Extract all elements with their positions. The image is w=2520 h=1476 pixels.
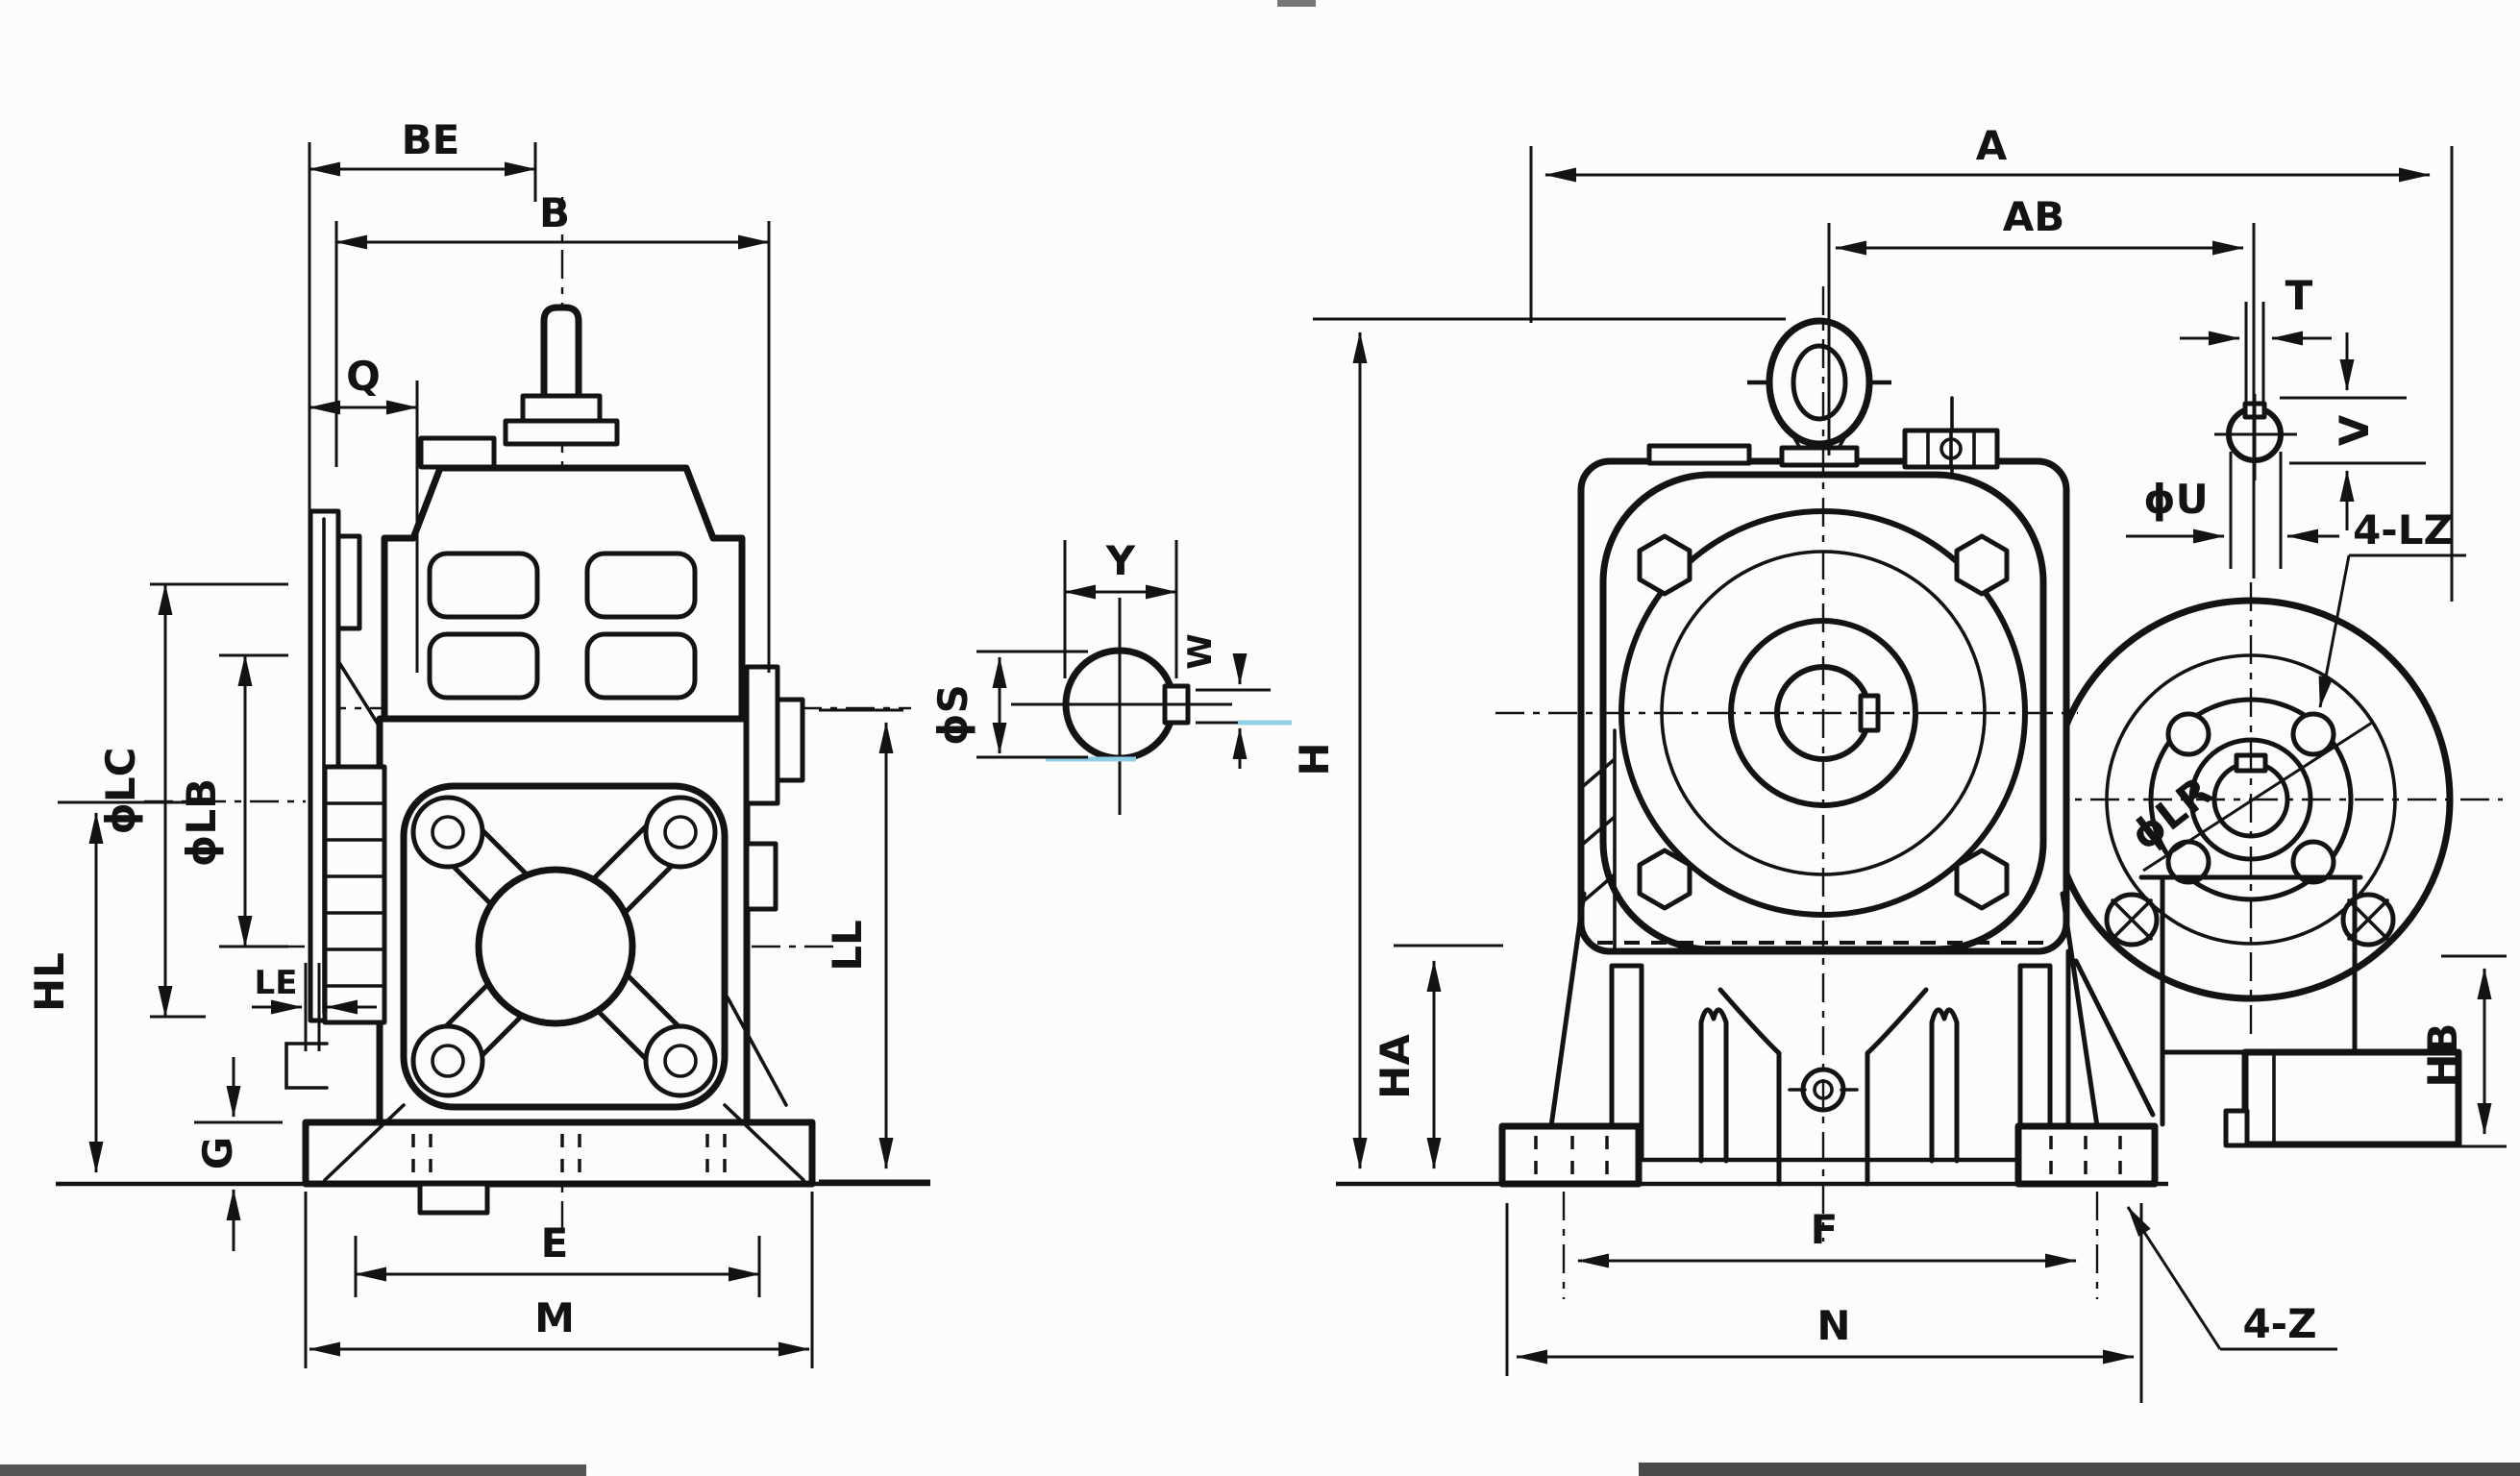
dim-T: T [2180,272,2332,409]
base-plate [302,1119,816,1188]
dim-label-LC: ϕLC [97,747,144,834]
rib-slot [427,551,540,620]
dim-N: N [1505,1203,2143,1403]
dim-label-T: T [2285,272,2313,319]
lifting-eyebolt [1747,317,1891,468]
dim-A: A [1529,122,2454,602]
foot-right [2014,1122,2159,1188]
dim-HA: HA [1371,944,1503,1169]
flange-hole [2290,711,2336,757]
side-flange-block [335,533,362,631]
dim-LC: ϕLC [97,582,288,1019]
dim-label-HL: HL [26,952,73,1012]
shaft-section-detail: Y ϕS W [929,537,1292,815]
front-view: ϕLR [1291,122,2507,1403]
shaft-base [503,418,620,447]
dim-label-4Z: 4-Z [2242,1300,2316,1347]
vent-plug [1902,396,2000,494]
dim-S: ϕS [929,650,1088,759]
dim-label-N: N [1816,1302,1850,1349]
dim-HL: HL [26,800,197,1173]
dim-U: ϕU [2126,452,2339,569]
rib-slot [584,631,698,701]
foot-left [1498,1122,1643,1188]
right-cover-plate [775,697,805,783]
callout-4Z: 4-Z [2126,1206,2337,1351]
dim-HB: HB [2372,954,2507,1148]
motor-flange: ϕLR [2038,582,2503,1148]
dim-label-4LZ: 4-LZ [2353,506,2453,554]
dim-label-H: H [1291,742,1338,775]
dim-label-LB: ϕLB [178,778,225,867]
dim-label-HA: HA [1371,1034,1419,1099]
dim-G: G [194,1057,283,1251]
key-hole-detail [2214,394,2297,480]
dim-Y: Y [1063,537,1178,678]
dim-label-AB: AB [2003,193,2065,240]
hex-bolt [1637,533,2010,911]
dim-F: F [1562,1192,2099,1299]
bearing-cover-fins [322,764,387,1025]
flange-hole [2290,839,2336,885]
dim-label-Q: Q [346,353,381,400]
flange-hole [2165,711,2211,757]
motor-foot [2241,1048,2462,1148]
dim-AB: AB [1827,193,2256,578]
dim-label-S: ϕS [929,684,976,746]
dim-label-B: B [539,189,570,236]
dim-label-W: W [1181,633,1220,670]
dim-label-E: E [541,1219,569,1267]
dim-H: H [1291,317,1786,1169]
output-bore [475,866,636,1027]
dim-LL: LL [819,708,930,1183]
dim-label-BE: BE [402,116,460,163]
dim-W: W [1181,633,1292,769]
dim-label-F: F [1811,1206,1839,1253]
housing-top-plate [418,435,497,470]
dim-LE: LE [252,963,377,1051]
base-tab [417,1181,490,1216]
pedestal [1336,891,2168,1188]
flange-bolt [410,795,718,1098]
dim-B: B [334,189,771,673]
flange-foot-hole [2340,892,2396,947]
dim-BE: BE [308,116,537,569]
dim-label-V: V [2331,414,2378,446]
worm-housing [381,464,746,723]
dim-label-HB: HB [2419,1022,2466,1087]
side-view: BE B Q ϕLC ϕLB HL [26,116,930,1368]
rib-slot [584,551,698,620]
dim-label-LE: LE [255,964,298,1002]
dim-label-G: G [194,1137,241,1169]
dim-M: M [304,1192,814,1368]
shaft-collar [520,393,603,426]
front-view-centerlines [1495,286,2078,1242]
dim-label-LL: LL [824,920,871,972]
dim-label-U: ϕU [2143,476,2209,523]
dim-LB: ϕLB [178,653,288,948]
dim-V: V [2280,332,2426,530]
housing-top-tab [1646,443,1752,466]
side-view-body [56,304,930,1216]
dim-E: E [354,1219,761,1297]
right-cover-plate [744,841,778,912]
right-cover-plate [744,664,780,806]
dim-label-M: M [534,1294,575,1341]
dim-label-A: A [1976,122,2008,169]
flange-foot-hole [2104,892,2160,947]
callout-4LZ: 4-LZ [2318,506,2466,708]
gear-housing-front [1577,317,2070,955]
dim-label-Y: Y [1105,537,1136,584]
dim-Q: Q [309,353,419,673]
input-shaft [540,304,582,406]
rib-slot [427,631,540,701]
